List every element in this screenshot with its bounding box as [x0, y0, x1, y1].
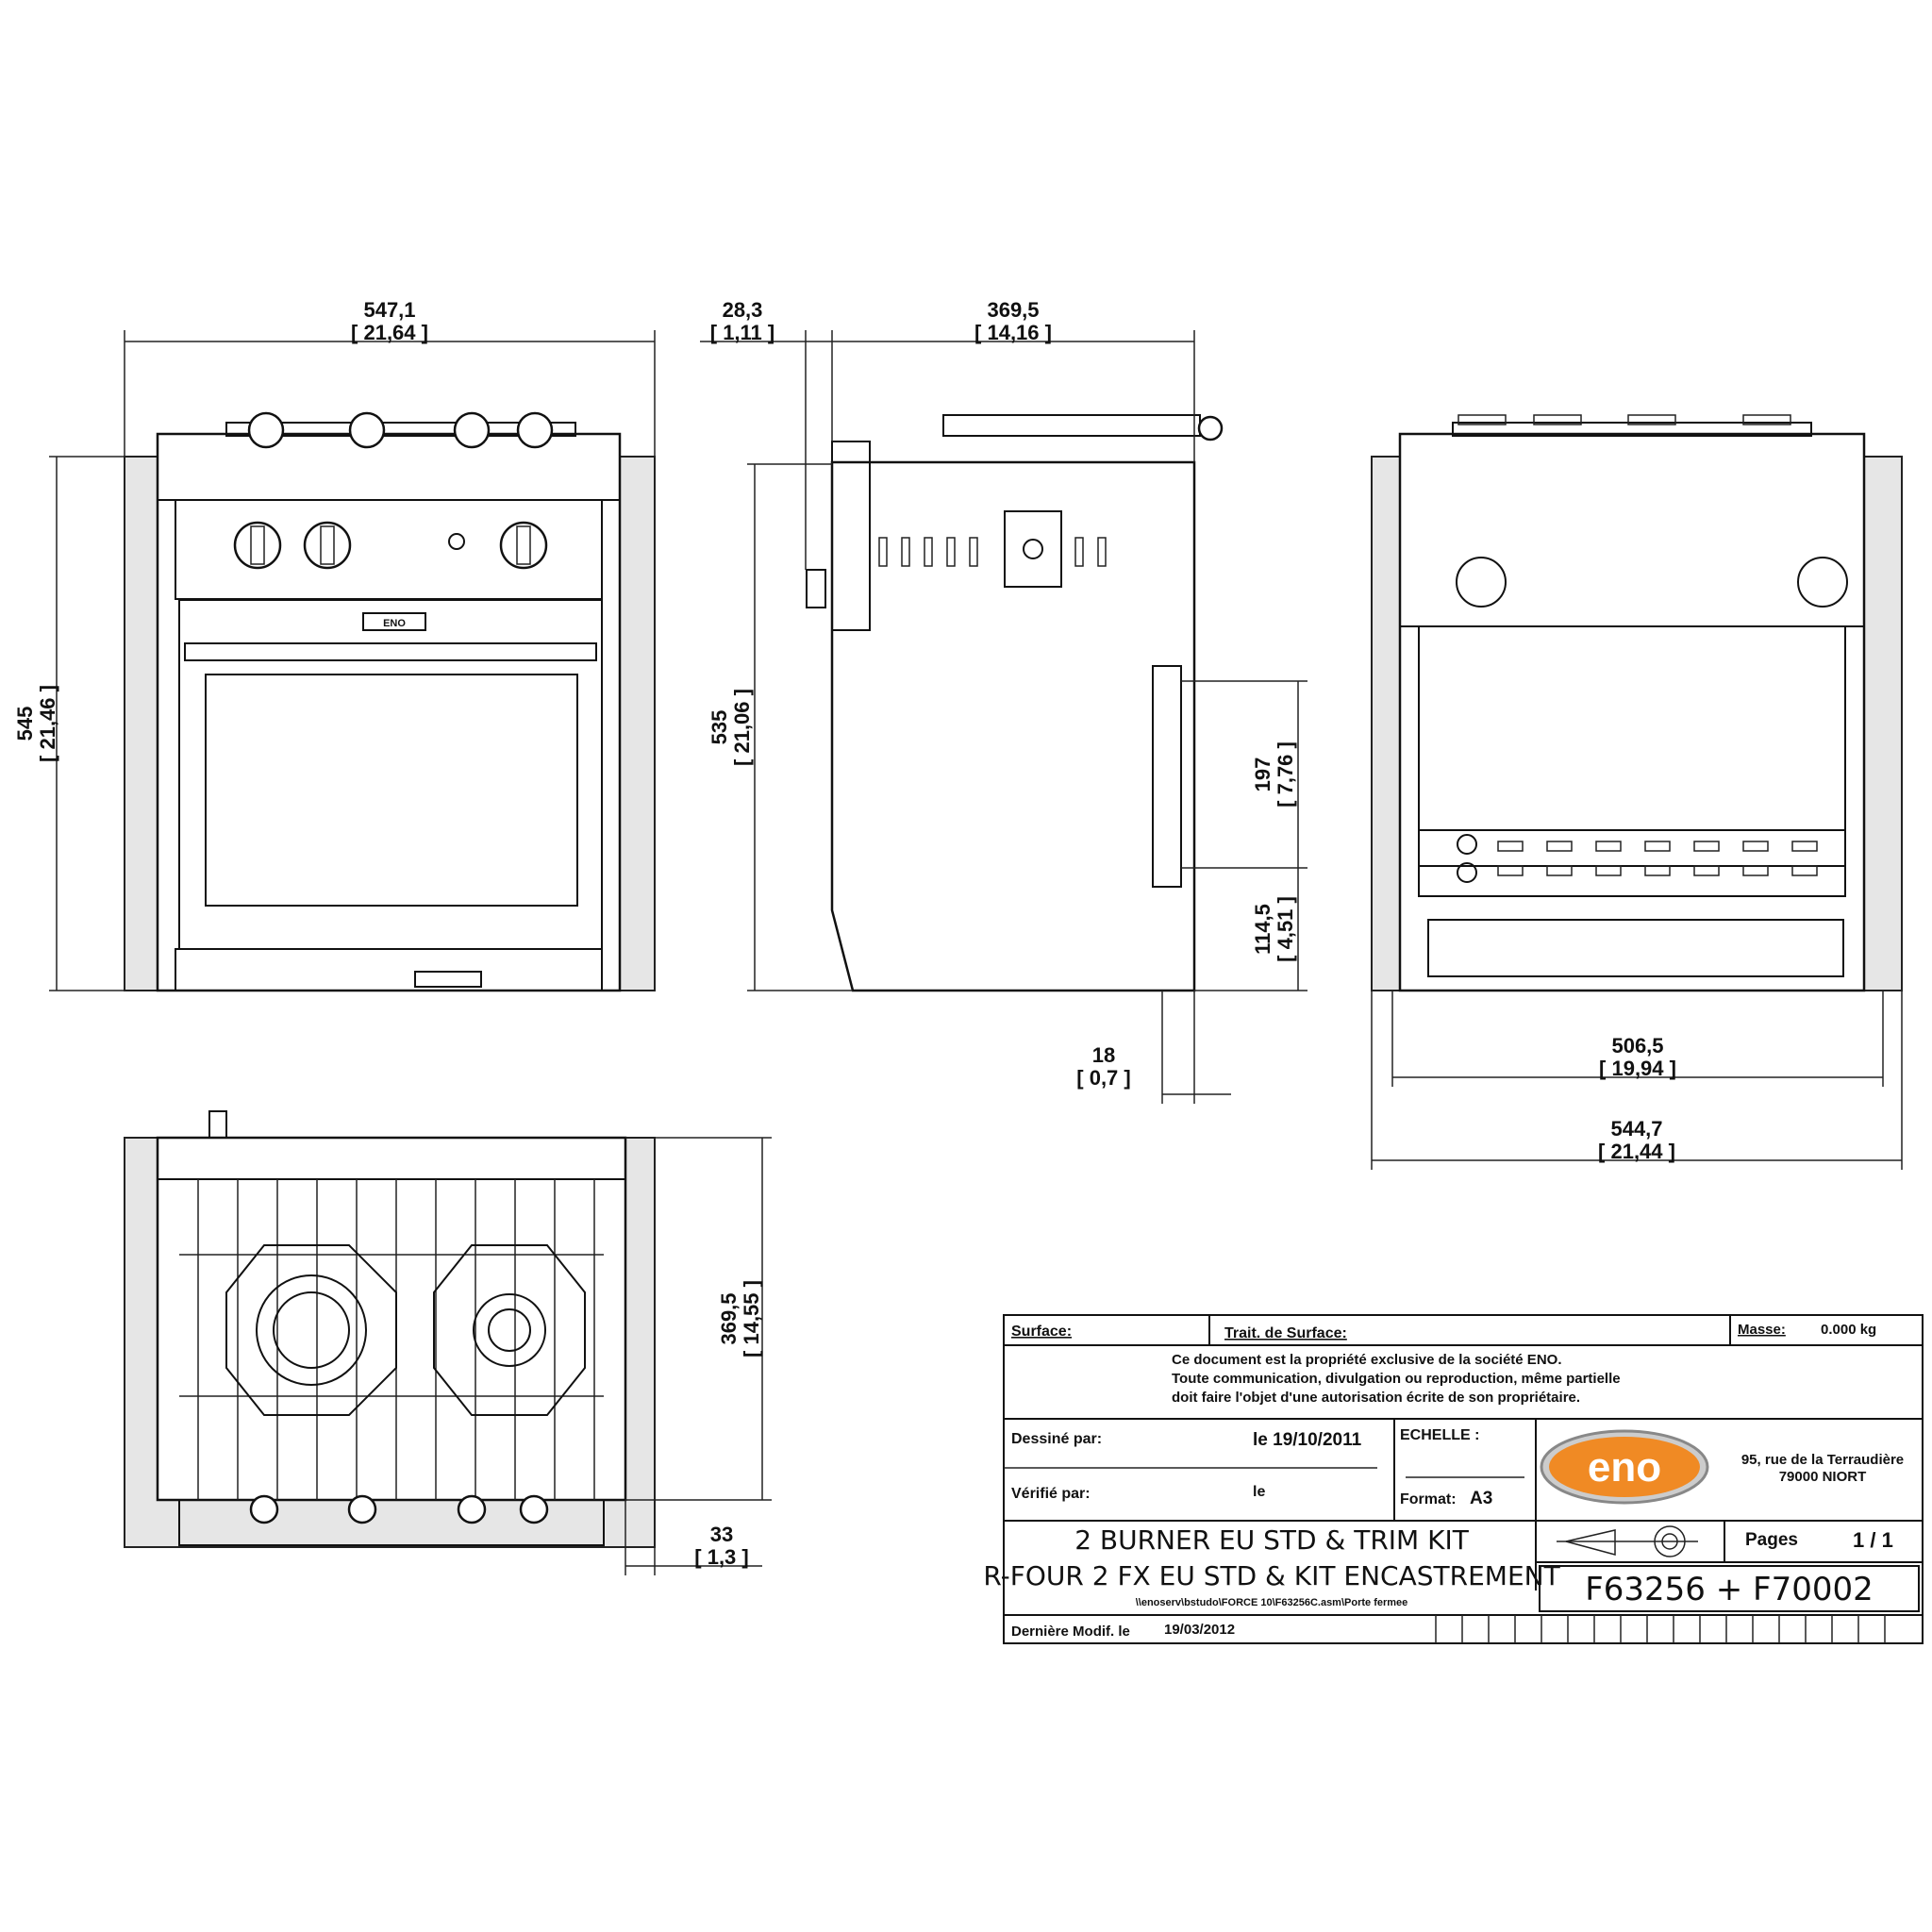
rear-inner-inch: [ 19,94 ]	[1599, 1057, 1676, 1080]
revision-cells	[1435, 1615, 1886, 1643]
side-height-inch: [ 21,06 ]	[730, 689, 754, 766]
notice-line-2: Toute communication, divulgation ou repr…	[1172, 1371, 1621, 1387]
side-view: 28,3 [ 1,11 ] 369,5 [ 14,16 ] 535 [ 21,0…	[700, 298, 1307, 1104]
mass-value: 0.000 kg	[1821, 1322, 1876, 1338]
burner-large	[225, 1244, 397, 1416]
surface-label: Surface:	[1011, 1324, 1072, 1340]
rear-view: 506,5 [ 19,94 ] 544,7 [ 21,44 ]	[1371, 414, 1903, 1170]
title-block: Surface: Trait. de Surface: Masse: 0.000…	[983, 1314, 1924, 1644]
side-flange-inch: [ 0,7 ]	[1076, 1066, 1130, 1090]
scale-label: ECHELLE :	[1400, 1427, 1479, 1443]
front-height-value: 545	[13, 707, 37, 741]
projection-symbol-icon	[1557, 1525, 1698, 1557]
nameplate-label: ENO	[383, 618, 406, 629]
front-width-dimension: 547,1 [ 21,64 ]	[124, 298, 656, 457]
address-line-1: 95, rue de la Terraudière	[1741, 1452, 1904, 1468]
rear-outer-value: 544,7	[1610, 1117, 1662, 1141]
side-low-inch: [ 4,51 ]	[1274, 896, 1297, 962]
top-front-value: 33	[710, 1523, 733, 1546]
rear-vent-slots	[1497, 841, 1818, 876]
side-height-value: 535	[708, 710, 731, 745]
front-view: ENO 547,1 [ 21,64 ] 545 [ 21,46 ]	[13, 298, 656, 992]
notice-line-3: doit faire l'objet d'une autorisation éc…	[1172, 1390, 1580, 1406]
checked-by-label: Vérifié par:	[1011, 1486, 1091, 1502]
top-front-dimension: 33 [ 1,3 ]	[625, 1500, 762, 1575]
side-height-dimension: 535 [ 21,06 ]	[708, 463, 853, 991]
rear-outer-inch: [ 21,44 ]	[1598, 1140, 1675, 1163]
reference-number: F63256 + F70002	[1585, 1571, 1874, 1608]
side-offset-inch: [ 1,11 ]	[710, 321, 774, 344]
front-height-dimension: 545 [ 21,46 ]	[13, 456, 125, 991]
side-mid-dimension: 197 [ 7,76 ]	[1181, 680, 1307, 869]
pages-value: 1 / 1	[1853, 1528, 1893, 1552]
vent-slots	[878, 537, 1107, 567]
side-mid-value: 197	[1251, 758, 1274, 792]
notice-line-1: Ce document est la propriété exclusive d…	[1172, 1352, 1561, 1368]
rear-inner-value: 506,5	[1611, 1034, 1663, 1058]
nameplate	[362, 612, 426, 631]
side-depth-dimension: 369,5 [ 14,16 ]	[832, 298, 1195, 462]
side-offset-dimension: 28,3 [ 1,11 ]	[700, 298, 833, 570]
logo-text: eno	[1588, 1444, 1661, 1491]
top-depth-inch: [ 14,55 ]	[740, 1280, 763, 1357]
eno-logo: eno	[1540, 1429, 1709, 1505]
rear-inner-dimension: 506,5 [ 19,94 ]	[1391, 991, 1884, 1087]
last-modified-label: Dernière Modif. le	[1011, 1624, 1130, 1640]
treatment-label: Trait. de Surface:	[1224, 1325, 1347, 1341]
top-view-knobs	[249, 1494, 549, 1524]
top-front-inch: [ 1,3 ]	[694, 1545, 748, 1569]
file-path: \\enoserv\bstudo\FORCE 10\F63256C.asm\Po…	[1136, 1597, 1408, 1608]
side-low-value: 114,5	[1251, 904, 1274, 955]
format-value: A3	[1470, 1489, 1492, 1508]
rear-top-knobs	[1452, 414, 1812, 437]
rear-outer-dimension: 544,7 [ 21,44 ]	[1371, 991, 1903, 1170]
drawing-title-2: R-FOUR 2 FX EU STD & KIT ENCASTREMENT	[983, 1560, 1560, 1591]
control-knobs	[233, 521, 548, 570]
drawn-date: le 19/10/2011	[1253, 1430, 1362, 1450]
top-depth-dimension: 369,5 [ 14,55 ]	[625, 1137, 772, 1501]
address-line-2: 79000 NIORT	[1779, 1469, 1867, 1485]
side-depth-inch: [ 14,16 ]	[974, 321, 1052, 344]
checked-date: le	[1253, 1484, 1265, 1500]
side-flange-value: 18	[1092, 1043, 1115, 1067]
drawing-title-1: 2 BURNER EU STD & TRIM KIT	[1074, 1524, 1470, 1556]
side-depth-value: 369,5	[987, 298, 1039, 322]
top-knobs	[225, 411, 576, 449]
side-flange-dimension: 18 [ 0,7 ]	[1076, 991, 1231, 1104]
side-low-dimension: 114,5 [ 4,51 ]	[1194, 868, 1307, 991]
front-height-inch: [ 21,46 ]	[36, 685, 59, 762]
top-depth-value: 369,5	[717, 1292, 741, 1344]
side-mid-inch: [ 7,76 ]	[1274, 741, 1297, 808]
drawn-by-label: Dessiné par:	[1011, 1431, 1102, 1447]
front-width-value: 547,1	[363, 298, 415, 322]
mass-label: Masse:	[1738, 1322, 1786, 1338]
format-label: Format:	[1400, 1491, 1457, 1507]
pages-label: Pages	[1745, 1530, 1798, 1550]
last-modified-date: 19/03/2012	[1164, 1622, 1235, 1638]
burner-small	[433, 1244, 586, 1416]
side-offset-value: 28,3	[723, 298, 763, 322]
front-width-inch: [ 21,64 ]	[351, 321, 428, 344]
top-view: 369,5 [ 14,55 ] 33 [ 1,3 ]	[124, 1110, 772, 1575]
